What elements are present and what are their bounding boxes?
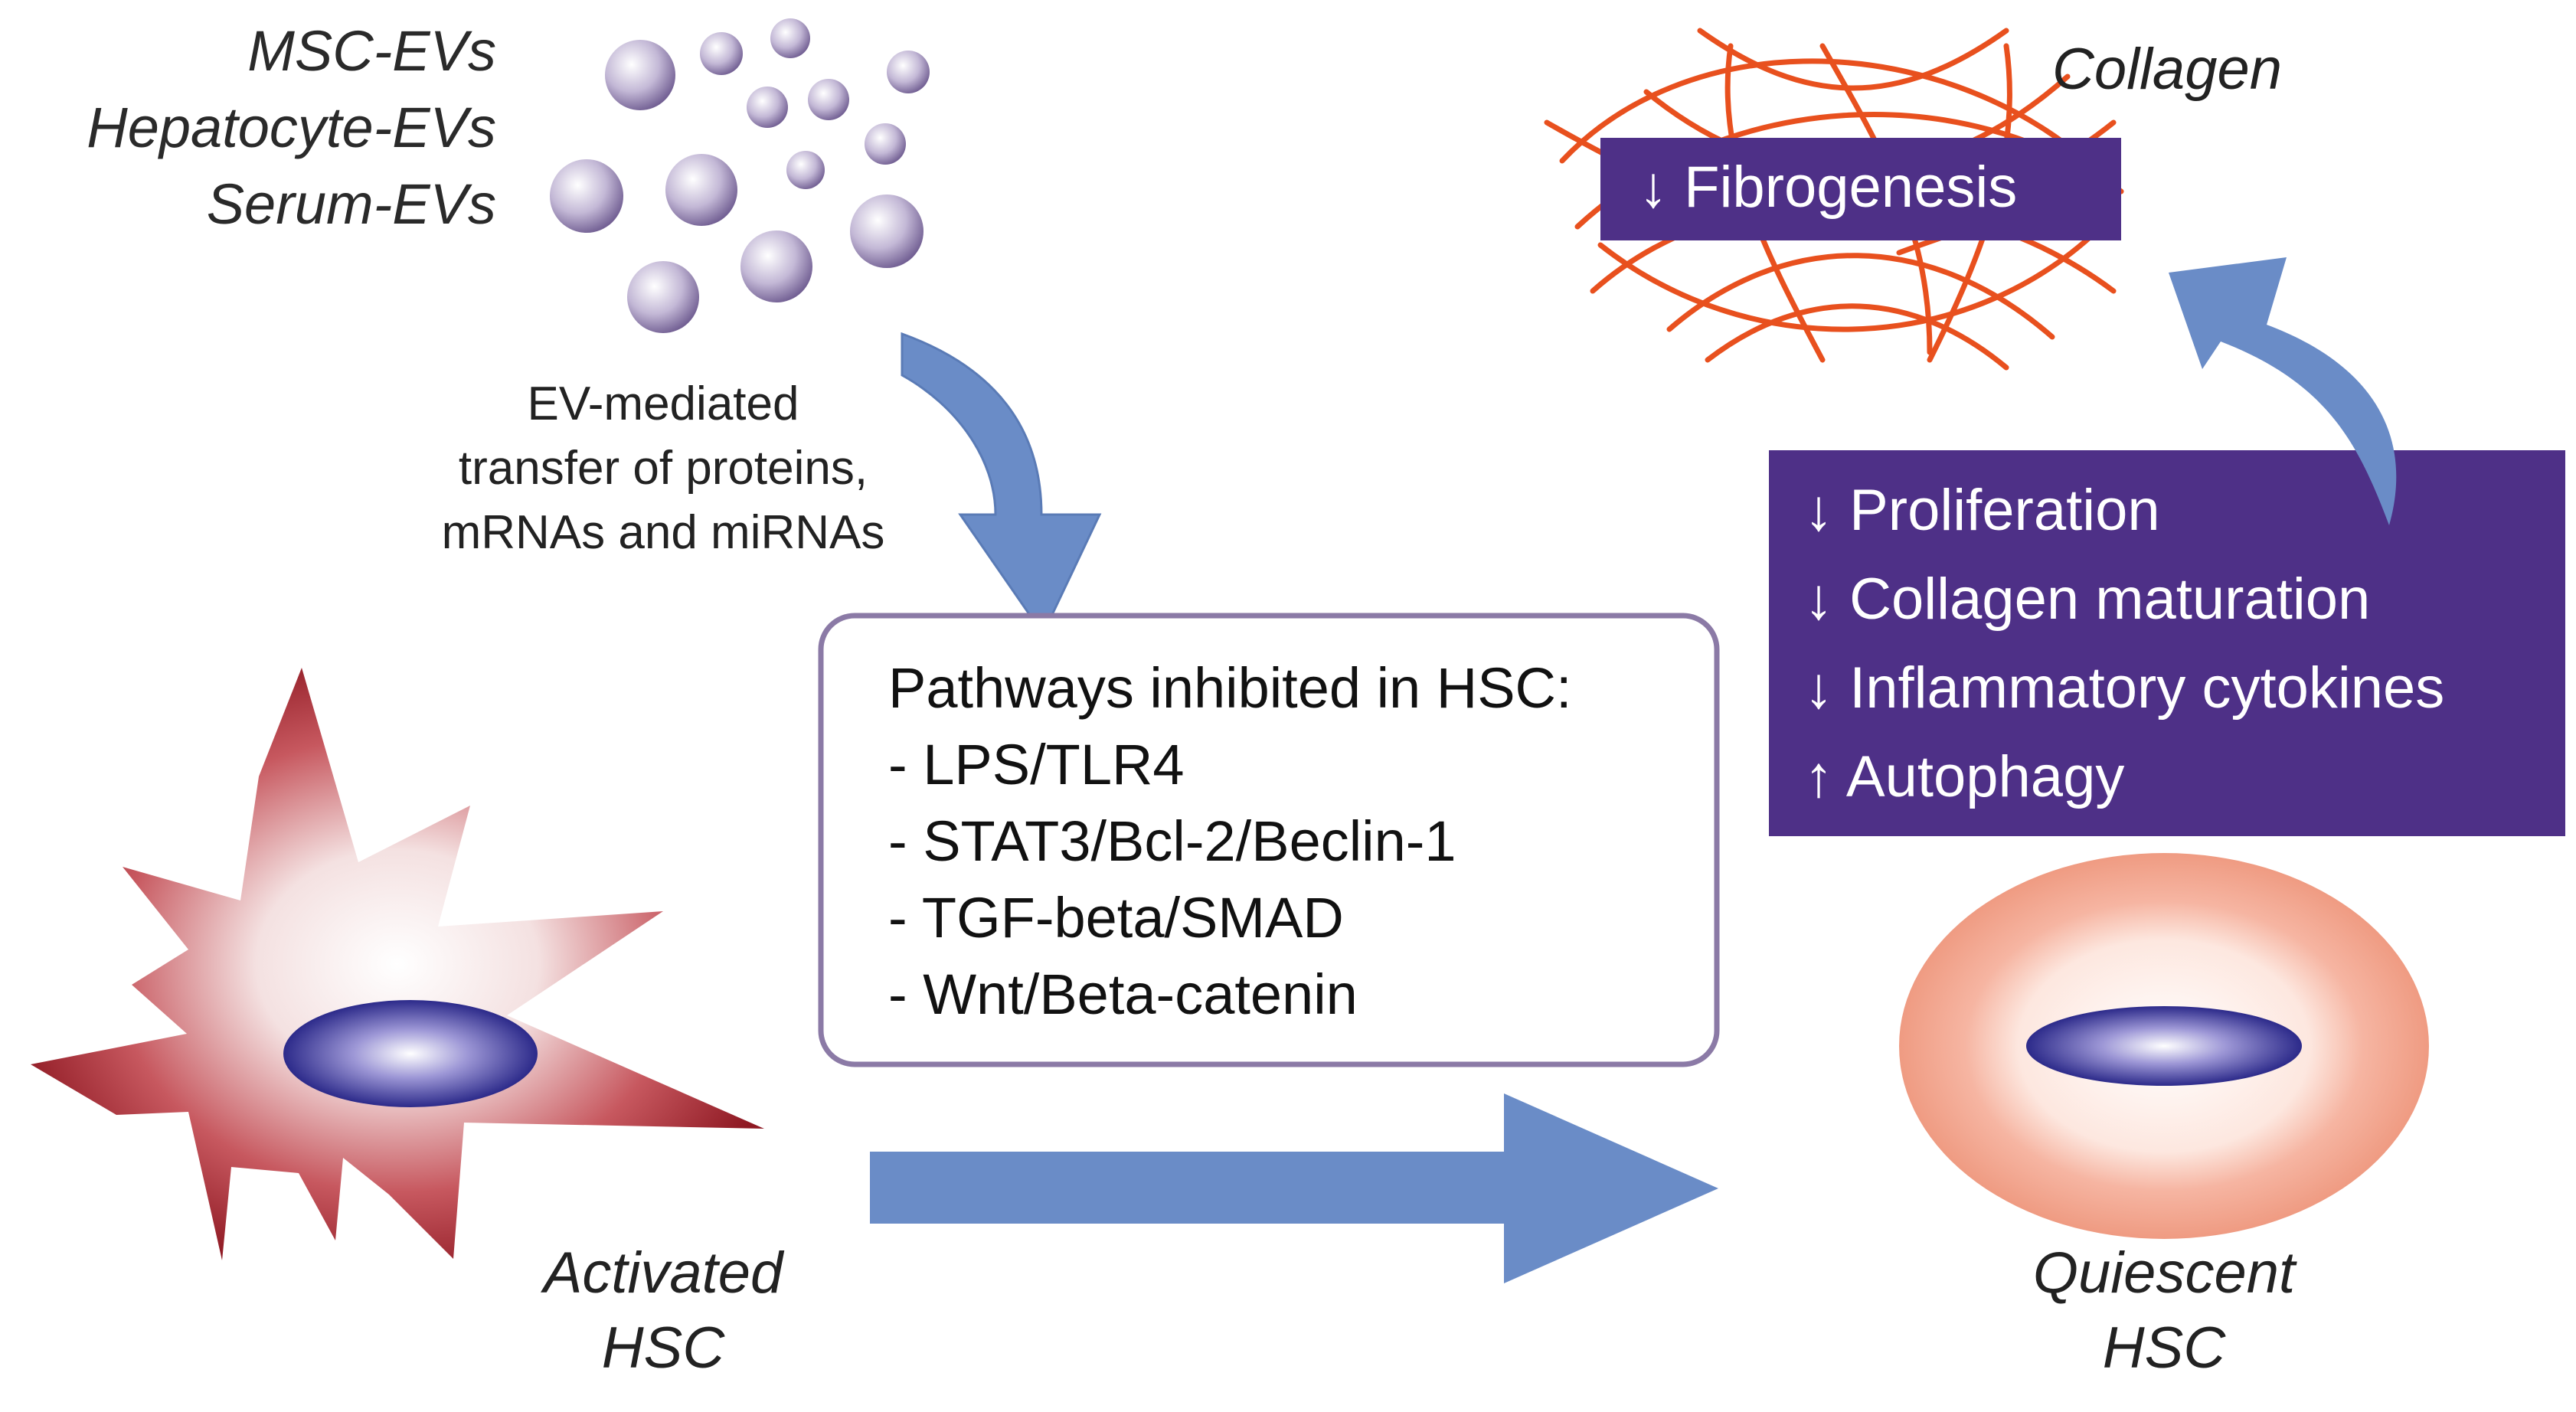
activated-hsc-cell: Activated HSC — [31, 668, 785, 1381]
vesicle — [786, 151, 825, 189]
effects-box: ↓ Proliferation ↓ Collagen maturation ↓ … — [1769, 450, 2565, 836]
effect-item: ↑ Autophagy — [1804, 744, 2124, 809]
extracellular-vesicles — [550, 18, 930, 333]
activated-hsc-label-2: HSC — [602, 1316, 726, 1381]
ev-source-msc: MSC-EVs — [247, 19, 496, 83]
vesicle — [808, 79, 849, 120]
transition-arrow — [870, 1093, 1718, 1283]
transfer-line-3: mRNAs and miRNAs — [442, 506, 885, 559]
transfer-text: EV-mediated transfer of proteins, mRNAs … — [442, 378, 885, 559]
vesicle — [627, 261, 699, 333]
quiescent-hsc-label-2: HSC — [2103, 1316, 2227, 1381]
pathway-item: - LPS/TLR4 — [888, 733, 1185, 796]
pathway-item: - TGF-beta/SMAD — [888, 886, 1344, 950]
pathway-item: - Wnt/Beta-catenin — [888, 963, 1358, 1026]
vesicle — [665, 154, 737, 226]
quiescent-hsc-nucleus — [2026, 1006, 2302, 1086]
fibrogenesis-box: ↓ Fibrogenesis — [1600, 138, 2121, 240]
pathways-box: Pathways inhibited in HSC: - LPS/TLR4 - … — [818, 613, 1720, 1067]
transfer-line-2: transfer of proteins, — [459, 442, 868, 495]
quiescent-hsc-label-1: Quiescent — [2033, 1240, 2297, 1306]
effect-item: ↓ Inflammatory cytokines — [1804, 655, 2444, 721]
effects-box-bg — [1769, 450, 2565, 836]
vesicle — [865, 123, 906, 165]
vesicle — [700, 32, 743, 75]
vesicle — [770, 18, 810, 58]
ev-source-hepatocyte: Hepatocyte-EVs — [87, 96, 496, 159]
pathway-item: - STAT3/Bcl-2/Beclin-1 — [888, 809, 1456, 873]
vesicle — [747, 87, 788, 128]
ev-source-serum: Serum-EVs — [207, 172, 496, 236]
vesicle — [550, 159, 623, 233]
activated-hsc-label-1: Activated — [541, 1240, 785, 1306]
effect-item: ↓ Collagen maturation — [1804, 567, 2370, 632]
effects-to-fibrogenesis-arrow — [2169, 257, 2397, 525]
fibrogenesis-box-bg — [1600, 138, 2121, 240]
effect-item: ↓ Proliferation — [1804, 478, 2160, 543]
quiescent-hsc-cell: Quiescent HSC — [1899, 853, 2429, 1381]
pathways-box-border — [818, 613, 1720, 1067]
ev-transfer-arrow — [901, 332, 1102, 636]
pathways-title: Pathways inhibited in HSC: — [888, 656, 1572, 720]
fibrogenesis-label: ↓ Fibrogenesis — [1639, 155, 2017, 220]
vesicle — [850, 194, 924, 268]
vesicle — [605, 40, 675, 110]
activated-hsc-star — [31, 668, 764, 1260]
vesicle — [887, 51, 930, 93]
transfer-line-1: EV-mediated — [528, 378, 799, 430]
activated-hsc-nucleus — [283, 1000, 538, 1107]
vesicle — [740, 230, 812, 302]
collagen-label: Collagen — [2052, 37, 2282, 102]
ev-source-labels: MSC-EVs Hepatocyte-EVs Serum-EVs — [87, 19, 496, 236]
